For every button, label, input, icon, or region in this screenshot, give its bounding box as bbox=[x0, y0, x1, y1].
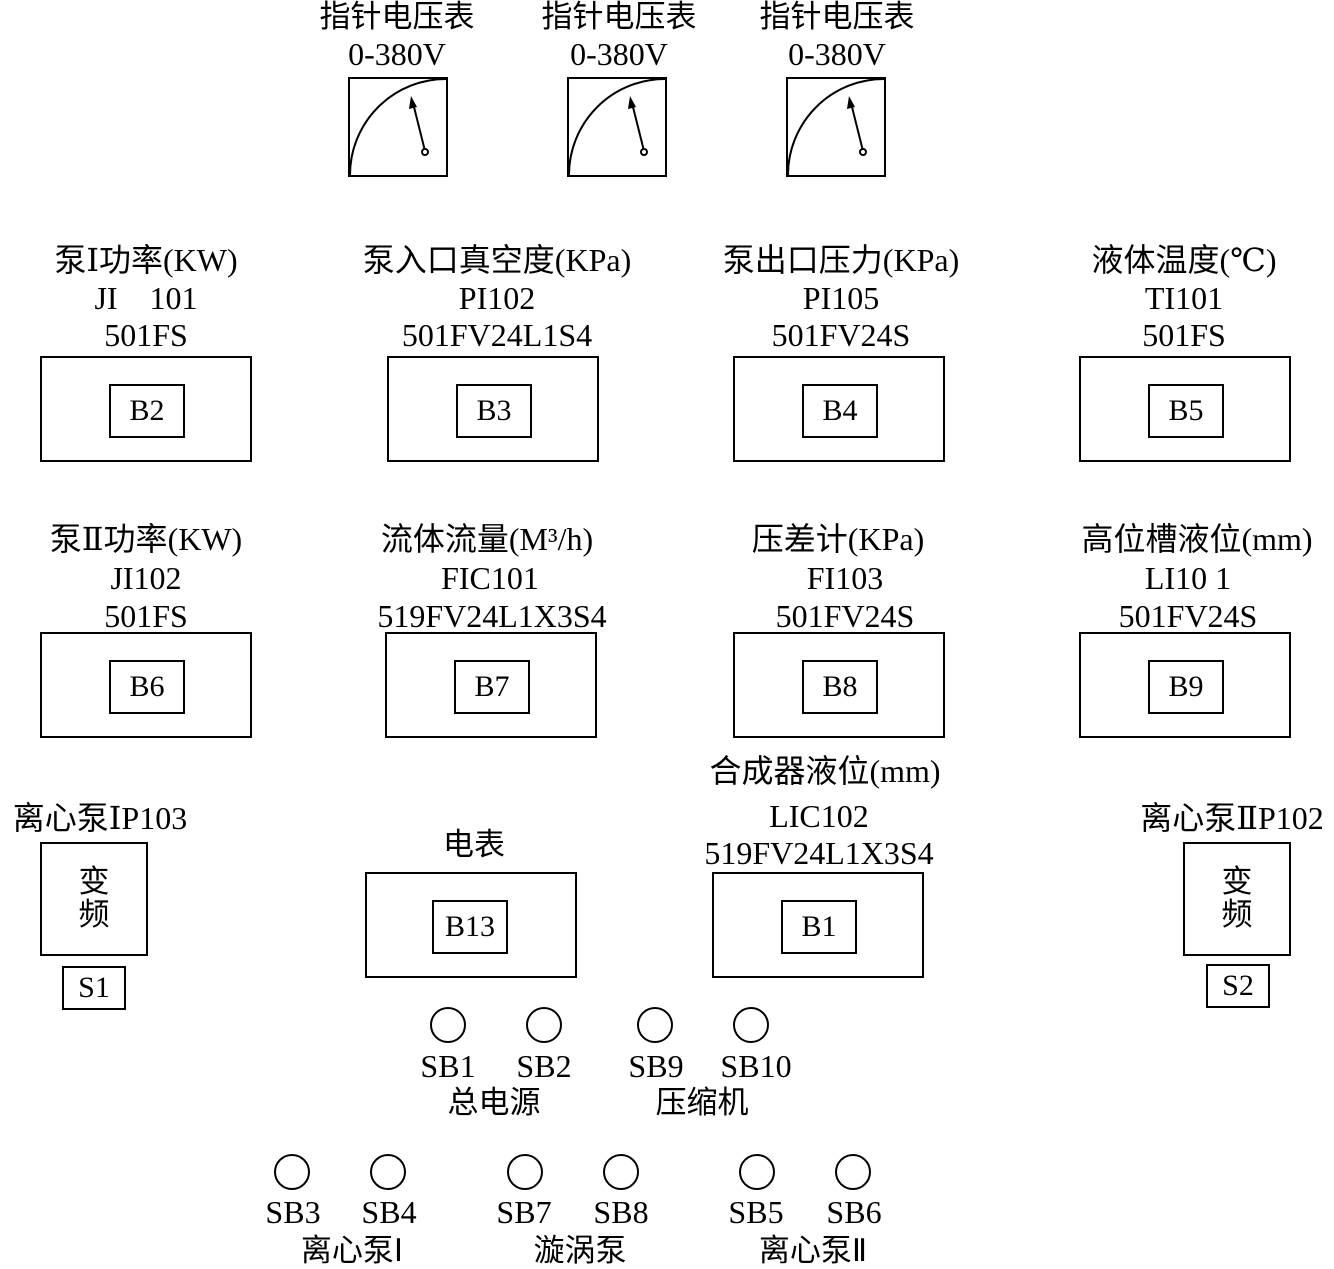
button-sb8-label: SB8 bbox=[593, 1194, 649, 1230]
instrument-b6-id: B6 bbox=[109, 660, 185, 714]
button-sb6[interactable] bbox=[835, 1154, 871, 1190]
instrument-b8-model: 501FV24S bbox=[775, 598, 915, 634]
button-sb3-label: SB3 bbox=[265, 1194, 321, 1230]
level-meter-b1-tag: LIC102 bbox=[769, 798, 869, 834]
instrument-b3-tag: PI102 bbox=[458, 280, 536, 316]
voltmeter-1-range: 0-380V bbox=[348, 36, 446, 72]
instrument-b3-panel: B3 bbox=[387, 356, 599, 462]
instrument-b7-tag: FIC101 bbox=[441, 560, 539, 596]
button-sb10-label: SB10 bbox=[720, 1048, 792, 1084]
pump-1-switch[interactable]: S1 bbox=[62, 966, 126, 1010]
button-sb7[interactable] bbox=[507, 1154, 543, 1190]
voltmeter-2-range: 0-380V bbox=[570, 36, 668, 72]
button-sb8[interactable] bbox=[603, 1154, 639, 1190]
instrument-b3-title: 泵入口真空度(KPa) bbox=[362, 242, 632, 278]
button-sb6-label: SB6 bbox=[826, 1194, 882, 1230]
instrument-b7-id: B7 bbox=[454, 660, 530, 714]
button-sb1[interactable] bbox=[430, 1007, 466, 1043]
instrument-b8-tag: FI103 bbox=[806, 560, 884, 596]
voltmeter-3-range: 0-380V bbox=[788, 36, 886, 72]
pump-2-label: 离心泵ⅡP102 bbox=[1140, 800, 1324, 836]
instrument-b7-panel: B7 bbox=[385, 632, 597, 738]
instrument-b3-id: B3 bbox=[456, 384, 532, 438]
instrument-b4-tag: PI105 bbox=[802, 280, 880, 316]
instrument-b9-title: 高位槽液位(mm) bbox=[1081, 521, 1313, 557]
electric-meter-label: 电表 bbox=[443, 827, 505, 863]
button-sb1-label: SB1 bbox=[420, 1048, 476, 1084]
group-label-main-power: 总电源 bbox=[447, 1085, 541, 1121]
pump-1-vfd-char-2: 频 bbox=[78, 897, 110, 933]
voltmeter-3-dial-icon bbox=[788, 79, 884, 175]
voltmeter-2-dial-icon bbox=[569, 79, 665, 175]
voltmeter-3-title: 指针电压表 bbox=[759, 0, 915, 35]
instrument-b9-tag: LI10 1 bbox=[1144, 560, 1232, 596]
instrument-b9-id: B9 bbox=[1148, 660, 1224, 714]
level-meter-b1-panel: B1 bbox=[712, 872, 924, 978]
voltmeter-3-dial bbox=[786, 77, 886, 177]
level-meter-b1-title: 合成器液位(mm) bbox=[709, 753, 941, 789]
group-label-vortex-pump: 漩涡泵 bbox=[533, 1233, 627, 1269]
button-sb4[interactable] bbox=[370, 1154, 406, 1190]
group-label-compressor: 压缩机 bbox=[655, 1085, 749, 1121]
instrument-b6-panel: B6 bbox=[40, 632, 252, 738]
pump-2-vfd-char-2: 频 bbox=[1221, 897, 1253, 933]
pump-1-label: 离心泵ⅠP103 bbox=[12, 800, 188, 836]
instrument-b2-tag: JI 101 bbox=[94, 280, 198, 316]
instrument-b6-title: 泵Ⅱ功率(KW) bbox=[49, 521, 243, 557]
voltmeter-1-title: 指针电压表 bbox=[319, 0, 475, 35]
voltmeter-2-dial bbox=[567, 77, 667, 177]
instrument-b6-tag: JI102 bbox=[110, 560, 182, 596]
instrument-b5-model: 501FS bbox=[1142, 317, 1226, 353]
instrument-b4-id: B4 bbox=[802, 384, 878, 438]
pump-1-vfd-char-1: 变 bbox=[78, 864, 110, 901]
instrument-b5-tag: TI101 bbox=[1144, 280, 1224, 316]
group-label-pump-1: 离心泵Ⅰ bbox=[300, 1233, 404, 1269]
button-sb5[interactable] bbox=[739, 1154, 775, 1190]
level-meter-b1-model: 519FV24L1X3S4 bbox=[704, 835, 934, 871]
voltmeter-1-dial-icon bbox=[350, 79, 446, 175]
button-sb9-label: SB9 bbox=[628, 1048, 684, 1084]
instrument-b9-model: 501FV24S bbox=[1118, 598, 1258, 634]
button-sb4-label: SB4 bbox=[361, 1194, 417, 1230]
button-sb10[interactable] bbox=[733, 1007, 769, 1043]
instrument-b2-title: 泵Ⅰ功率(KW) bbox=[54, 242, 238, 278]
instrument-b4-title: 泵出口压力(KPa) bbox=[722, 242, 960, 278]
instrument-b5-panel: B5 bbox=[1079, 356, 1291, 462]
pump-2-switch[interactable]: S2 bbox=[1206, 964, 1270, 1008]
pump-2-vfd-panel: 变 频 bbox=[1183, 842, 1291, 956]
level-meter-b1-id: B1 bbox=[781, 900, 857, 954]
voltmeter-1-dial bbox=[348, 77, 448, 177]
instrument-b7-title: 流体流量(M³/h) bbox=[380, 521, 594, 557]
button-sb9[interactable] bbox=[637, 1007, 673, 1043]
instrument-b2-panel: B2 bbox=[40, 356, 252, 462]
pump-1-vfd-panel: 变 频 bbox=[40, 842, 148, 956]
button-sb2[interactable] bbox=[526, 1007, 562, 1043]
instrument-b4-model: 501FV24S bbox=[771, 317, 911, 353]
group-label-pump-2: 离心泵Ⅱ bbox=[758, 1233, 868, 1269]
instrument-b9-panel: B9 bbox=[1079, 632, 1291, 738]
instrument-b7-model: 519FV24L1X3S4 bbox=[377, 598, 607, 634]
instrument-b3-model: 501FV24L1S4 bbox=[401, 317, 593, 353]
instrument-b4-panel: B4 bbox=[733, 356, 945, 462]
button-sb5-label: SB5 bbox=[728, 1194, 784, 1230]
instrument-b5-title: 液体温度(℃) bbox=[1091, 242, 1277, 278]
button-sb3[interactable] bbox=[274, 1154, 310, 1190]
instrument-b5-id: B5 bbox=[1148, 384, 1224, 438]
pump-2-vfd-char-1: 变 bbox=[1221, 864, 1253, 901]
voltmeter-2-title: 指针电压表 bbox=[541, 0, 697, 35]
instrument-b8-title: 压差计(KPa) bbox=[751, 521, 925, 557]
instrument-b2-model: 501FS bbox=[104, 317, 188, 353]
instrument-b2-id: B2 bbox=[109, 384, 185, 438]
electric-meter-panel: B13 bbox=[365, 872, 577, 978]
button-sb7-label: SB7 bbox=[496, 1194, 552, 1230]
instrument-b8-panel: B8 bbox=[733, 632, 945, 738]
electric-meter-id: B13 bbox=[432, 900, 508, 954]
instrument-b6-model: 501FS bbox=[104, 598, 188, 634]
button-sb2-label: SB2 bbox=[516, 1048, 572, 1084]
instrument-b8-id: B8 bbox=[802, 660, 878, 714]
